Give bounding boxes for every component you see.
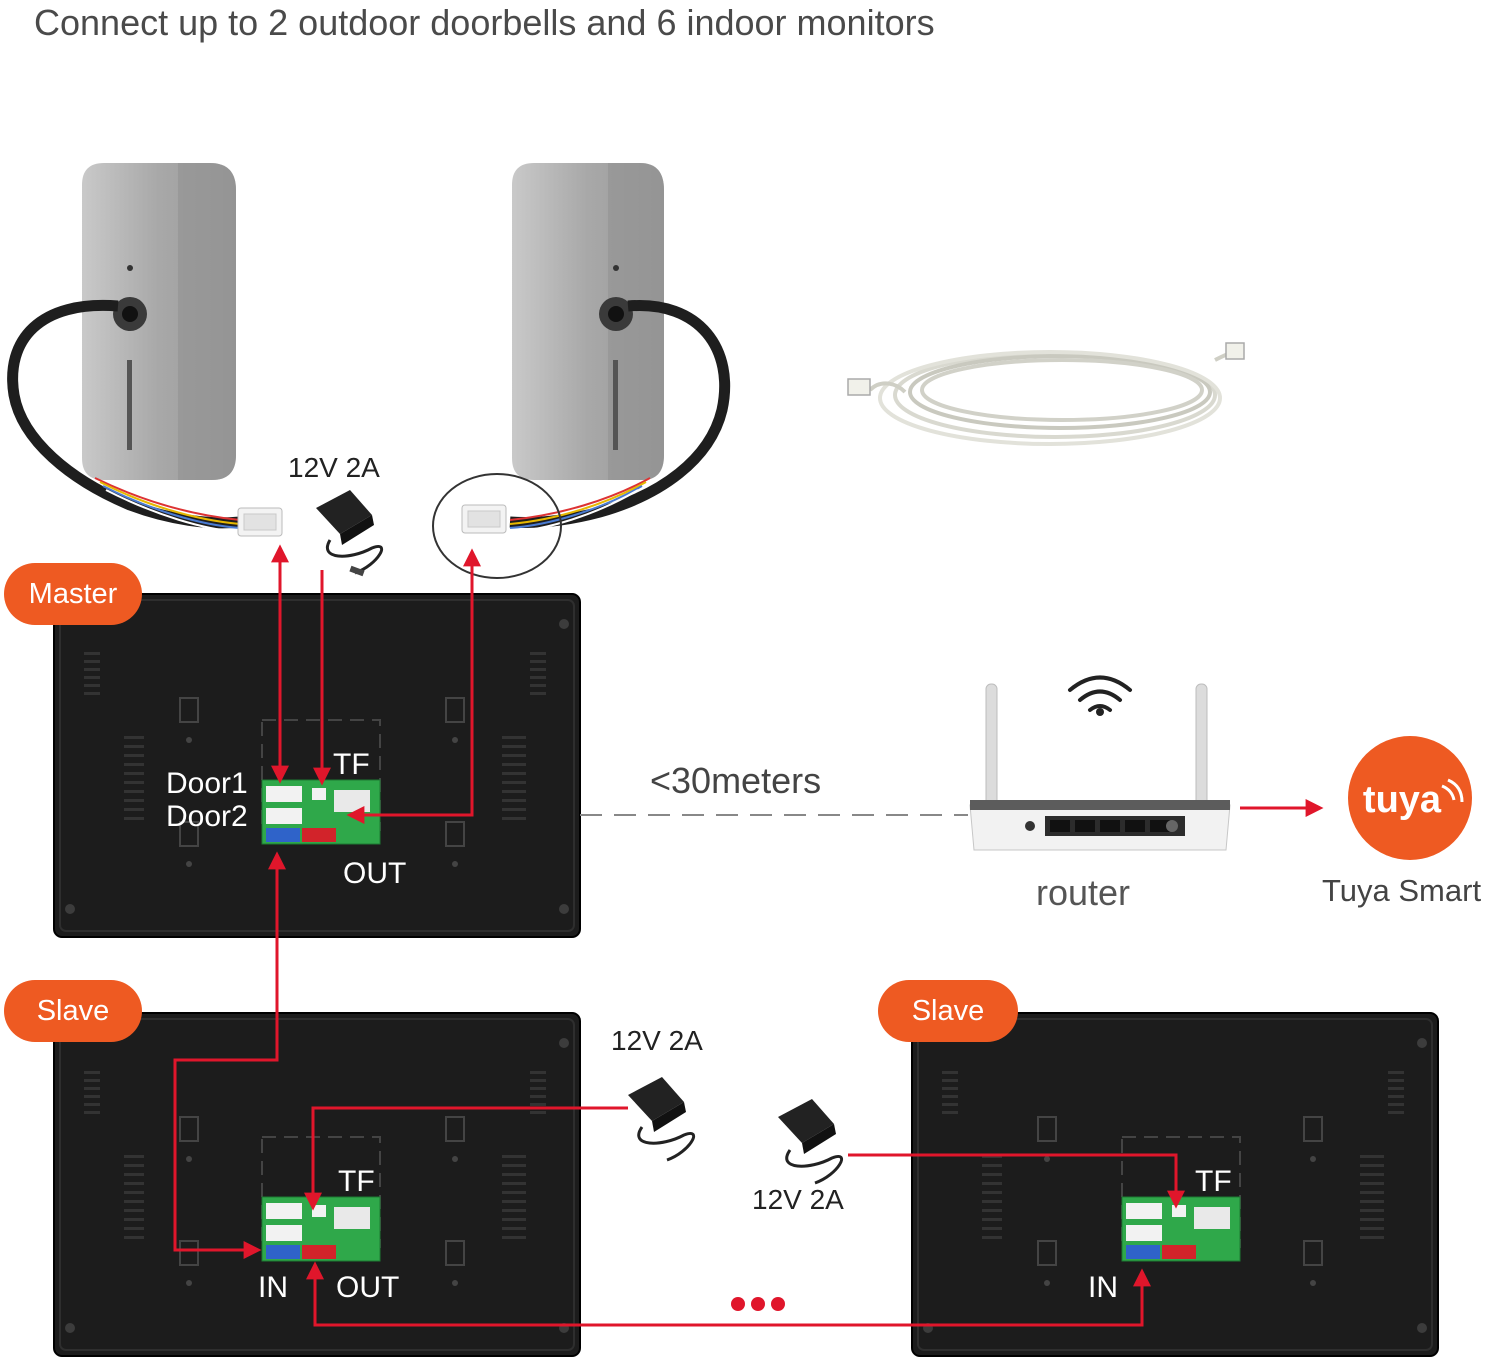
wire-power-slave-right xyxy=(848,1153,1185,1209)
wire-power-slave-left xyxy=(304,1106,628,1211)
badge-slave-left: Slave xyxy=(4,980,142,1042)
wire-master-to-slave xyxy=(173,851,286,1259)
master-out-label: OUT xyxy=(343,857,407,890)
slave-left-in-label: IN xyxy=(258,1271,288,1304)
router xyxy=(969,683,1231,851)
more-monitors-dots xyxy=(731,1297,785,1311)
tuya-logo: tuya xyxy=(1348,736,1472,860)
wifi-icon xyxy=(1068,675,1132,716)
power-label-top: 12V 2A xyxy=(288,452,380,483)
slave-left-out-label: OUT xyxy=(336,1271,400,1304)
router-label: router xyxy=(1036,872,1131,913)
power-adapter-slave-left xyxy=(628,1077,696,1162)
doorbell-1 xyxy=(7,163,283,537)
power-adapter-top xyxy=(316,490,384,577)
badge-master: Master xyxy=(4,563,142,625)
port-door1-label: Door1 xyxy=(166,767,248,800)
power-label-slave-right: 12V 2A xyxy=(752,1184,844,1215)
wire-slave-to-slave xyxy=(306,1261,1151,1327)
slave-right-in-label: IN xyxy=(1088,1271,1118,1304)
wiring xyxy=(173,544,1185,1327)
badge-slave-right: Slave xyxy=(878,980,1018,1042)
doorbell-2 xyxy=(432,163,731,579)
port-door2-label: Door2 xyxy=(166,800,248,833)
power-adapter-slave-right xyxy=(778,1099,844,1185)
master-tf-label: TF xyxy=(333,748,370,781)
power-label-slave-left: 12V 2A xyxy=(611,1025,703,1056)
monitor-slave-left xyxy=(53,1012,581,1357)
tuya-smart-label: Tuya Smart xyxy=(1322,873,1482,908)
distance-label: <30meters xyxy=(650,760,822,801)
slave-left-tf-label: TF xyxy=(338,1165,375,1198)
monitor-master xyxy=(53,593,581,938)
tuya-logo-text: tuya xyxy=(1363,779,1442,821)
extension-cable xyxy=(847,342,1245,446)
slave-right-tf-label: TF xyxy=(1195,1165,1232,1198)
page-title: Connect up to 2 outdoor doorbells and 6 … xyxy=(34,2,935,43)
wire-door2 xyxy=(346,548,481,824)
